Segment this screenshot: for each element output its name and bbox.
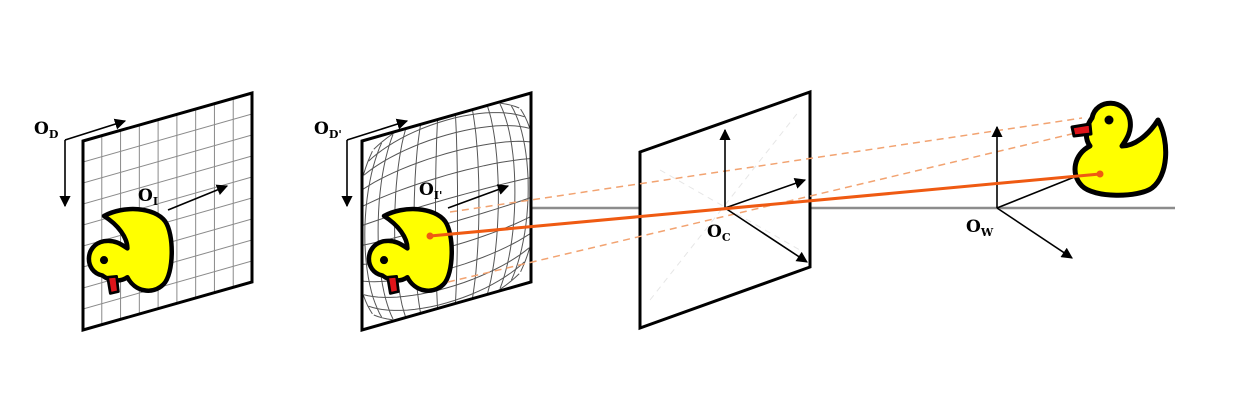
image-point-dot: [426, 232, 434, 240]
distorted-grid: [362, 102, 531, 321]
oc-down-axis-arrow: [724, 207, 808, 263]
od-x-axis-arrow: [64, 118, 127, 141]
projection-ray-dashed-upper: [449, 117, 1083, 213]
label-oip: OI': [419, 180, 442, 202]
label-odp: OD': [314, 119, 342, 141]
oi-x-axis-arrow: [167, 184, 229, 211]
odp-x-axis-arrow: [346, 118, 409, 141]
world-point-dot: [1096, 170, 1104, 178]
projection-ray-dashed-lower: [447, 131, 1081, 283]
label-oc: OC: [707, 222, 731, 244]
oip-x-axis-arrow: [447, 184, 510, 209]
oc-depth-axis-arrow: [724, 178, 807, 209]
projection-ray: [429, 172, 1101, 238]
label-oi: OI: [138, 186, 158, 208]
rubber-duck-icon: [1072, 103, 1166, 195]
label-ow: OW: [966, 217, 994, 239]
ow-down-axis-arrow: [996, 207, 1073, 259]
label-od: OD: [34, 119, 59, 141]
